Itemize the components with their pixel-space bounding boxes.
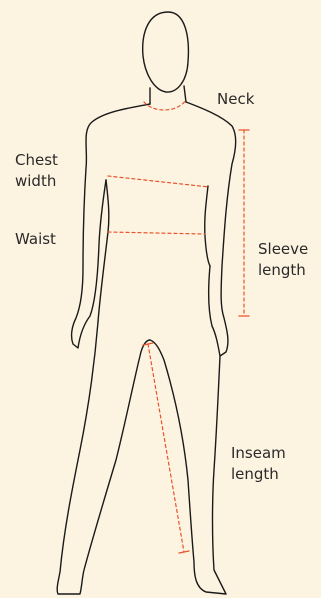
- neck-label: Neck: [217, 89, 254, 110]
- inseam-length-label-line2: length: [231, 464, 286, 485]
- left-leg-outline: [57, 322, 150, 594]
- inseam-length-label: Inseam length: [231, 443, 286, 485]
- left-arm-outline: [72, 104, 150, 348]
- neck-right-outline: [184, 86, 186, 102]
- chest-measure-line: [108, 176, 209, 187]
- right-leg-outline: [150, 340, 226, 594]
- sleeve-length-label-line1: Sleeve: [258, 239, 308, 260]
- sleeve-length-label-line2: length: [258, 260, 308, 281]
- chest-width-label-line1: Chest: [15, 150, 58, 171]
- waist-label: Waist: [15, 229, 56, 250]
- waist-label-text: Waist: [15, 230, 56, 248]
- head-outline: [143, 12, 189, 92]
- chest-width-label-line2: width: [15, 171, 58, 192]
- inseam-measure-line: [148, 344, 184, 552]
- waist-measure-line: [108, 232, 205, 234]
- torso-right-outline: [205, 186, 210, 266]
- inseam-length-label-line1: Inseam: [231, 443, 286, 464]
- sleeve-length-label: Sleeve length: [258, 239, 308, 281]
- neck-label-text: Neck: [217, 90, 254, 108]
- right-arm-outline: [186, 102, 236, 356]
- chest-width-label: Chest width: [15, 150, 58, 192]
